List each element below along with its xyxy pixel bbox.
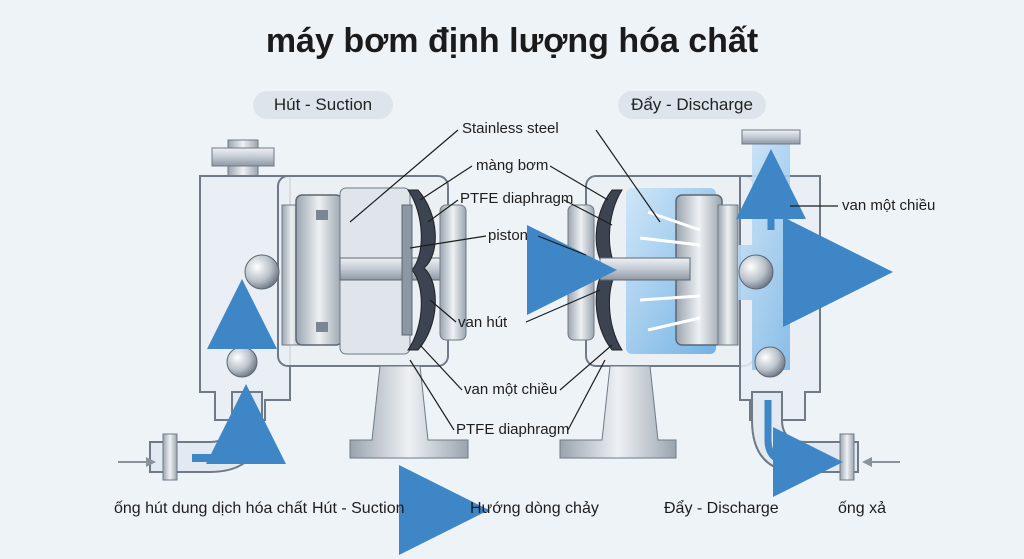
legend-outlet-pipe: ống xả — [838, 500, 887, 517]
left-diaphragm-backplate — [401, 204, 413, 336]
leader-piston-right — [537, 235, 587, 256]
discharge-pump — [527, 129, 900, 497]
diagram-title: máy bơm định lượng hóa chất — [265, 22, 759, 60]
left-top-flange — [211, 147, 275, 167]
suction-section-label: Hút - Suction — [253, 91, 393, 119]
left-check-ball-upper — [244, 254, 280, 290]
outlet-flange — [839, 433, 855, 481]
leader-van-mot-chieu-left — [419, 344, 463, 391]
label-ptfe-diaphragm-bottom: PTFE diaphragm — [456, 421, 570, 438]
label-mang-bom: màng bơm — [476, 157, 549, 174]
right-check-ball-lower — [754, 346, 786, 378]
label-van-mot-chieu-right: van một chiều — [842, 197, 936, 214]
leader-stainless-right — [595, 129, 661, 223]
legend-suction: Hút - Suction — [312, 500, 405, 517]
leader-piston-left — [409, 235, 487, 249]
legend-discharge: Đẩy - Discharge — [664, 500, 779, 517]
right-stand — [559, 365, 677, 459]
leader-lines — [349, 129, 838, 431]
chamber-flow-arrow — [647, 210, 701, 232]
left-bolt — [316, 210, 328, 220]
right-check-ball-center — [738, 254, 774, 290]
legend-flow-direction: Hướng dòng chảy — [470, 500, 599, 517]
leader-ptfe-left — [427, 199, 459, 223]
discharge-flow-arrow-outlet — [764, 400, 843, 497]
leader-mang-bom-right — [549, 165, 609, 201]
label-piston: piston — [488, 227, 529, 244]
chamber-flow-arrow — [647, 316, 701, 332]
left-diaphragm — [407, 189, 436, 351]
suction-flow-arrow-inlet — [192, 384, 286, 464]
leader-mang-bom-left — [419, 165, 473, 201]
legend-inlet-pipe: ống hút dung dịch hóa chất — [114, 500, 308, 517]
outlet-grey-arrowhead — [862, 457, 872, 467]
right-clamp-ring — [717, 204, 739, 346]
label-van-mot-chieu-center: van một chiều — [464, 381, 558, 398]
label-van-hut: van hút — [458, 314, 508, 331]
discharge-section-label: Đẩy - Discharge — [618, 91, 766, 119]
label-ptfe-diaphragm-top: PTFE diaphragm — [460, 190, 574, 207]
leader-ptfe-bottom-left — [409, 359, 455, 431]
suction-pump — [118, 139, 469, 481]
leader-ptfe-right — [563, 199, 613, 226]
leader-stainless-left — [349, 129, 459, 223]
inlet-flange — [162, 433, 178, 481]
label-stainless-steel: Stainless steel — [462, 120, 559, 137]
right-shaft — [599, 257, 691, 281]
leader-ptfe-bottom-right — [567, 359, 606, 431]
inlet-grey-arrowhead — [146, 457, 156, 467]
left-valve-housing — [199, 175, 291, 421]
right-top-flange — [741, 129, 801, 145]
chamber-flow-arrow — [639, 236, 701, 247]
chamber-flow-arrow — [639, 294, 701, 302]
leader-van-mot-chieu-right — [559, 344, 613, 391]
left-check-ball-lower — [226, 346, 258, 378]
leader-van-hut-right — [525, 289, 601, 323]
left-bolt — [316, 322, 328, 332]
left-end-cap — [439, 204, 467, 341]
leader-van-hut-left — [429, 299, 457, 323]
left-stand — [349, 365, 469, 459]
